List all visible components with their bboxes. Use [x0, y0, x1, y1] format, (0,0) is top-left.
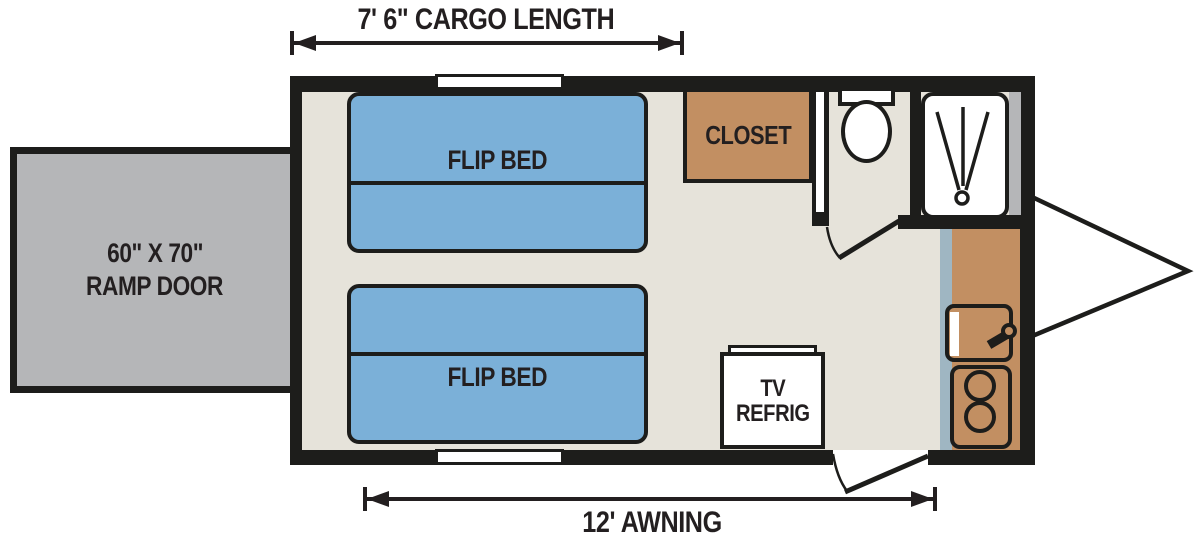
dimension-line — [292, 41, 682, 45]
toilet-bowl — [841, 100, 892, 163]
dimension-endbar — [933, 487, 937, 511]
closet-label: CLOSET — [704, 120, 792, 150]
arrowhead-left-icon — [294, 35, 316, 51]
entry-door-opening — [833, 450, 928, 466]
cargo-length-text: 7' 6" CARGO LENGTH — [357, 3, 615, 36]
bathroom-door — [825, 218, 901, 261]
stove-burner — [964, 401, 996, 433]
flip-bed-front-label: FLIP BED — [447, 145, 548, 175]
cargo-length-label: 7' 6" CARGO LENGTH — [288, 3, 684, 37]
flip-bed-rear-label: FLIP BED — [447, 362, 548, 392]
window-top — [435, 74, 564, 90]
entry-door — [831, 453, 929, 495]
ramp-door-name: RAMP DOOR — [86, 271, 224, 301]
door-swing-arc — [825, 226, 841, 259]
dimension-endbar — [680, 31, 684, 55]
dimension-line — [365, 497, 935, 501]
ramp-door-size: 60" X 70" — [107, 238, 203, 268]
stove-icon — [950, 365, 1012, 449]
shower-wall — [910, 92, 921, 227]
tv-refrig-cabinet: TV REFRIG — [720, 352, 825, 449]
tv-label: TV — [760, 374, 785, 402]
bed-fold-divider — [351, 352, 644, 356]
flip-bed-rear — [347, 284, 648, 444]
closet: CLOSET — [683, 88, 813, 183]
arrowhead-right-icon — [658, 35, 680, 51]
flip-bed-front — [347, 92, 648, 253]
window-bottom — [435, 449, 564, 465]
toilet-icon — [838, 87, 895, 164]
door-swing-arc — [831, 453, 849, 492]
shower-side-panel — [1009, 92, 1021, 215]
stove-burner — [964, 370, 996, 402]
shower-spray-icon — [935, 107, 990, 206]
awning-label: 12' AWNING — [452, 506, 852, 540]
bed-fold-divider — [351, 181, 644, 185]
sink-drainboard — [950, 312, 959, 356]
bathroom-wall — [812, 92, 829, 226]
faucet-icon — [986, 323, 1017, 349]
arrowhead-right-icon — [911, 491, 933, 507]
refrig-label: REFRIG — [735, 399, 810, 427]
arrowhead-left-icon — [367, 491, 389, 507]
ramp-door: 60" X 70" RAMP DOOR — [10, 147, 300, 393]
awning-text: 12' AWNING — [582, 506, 722, 539]
